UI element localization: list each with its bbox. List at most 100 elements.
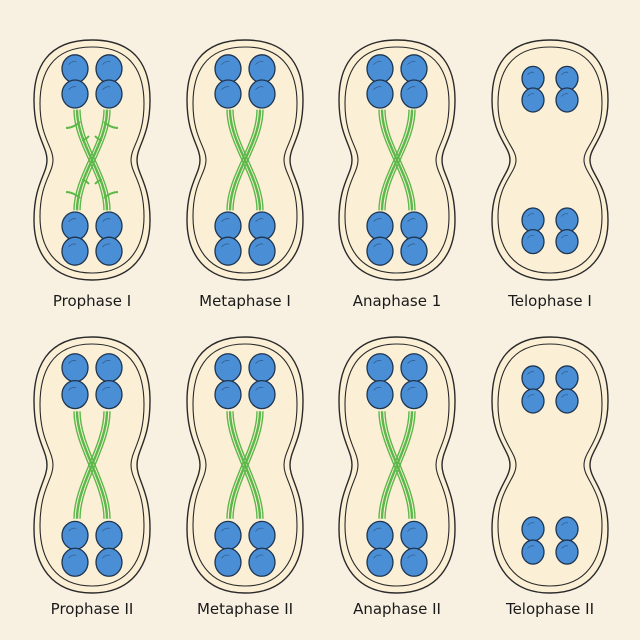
chromosome-detail xyxy=(102,61,111,65)
chromosome xyxy=(366,54,394,84)
chromosome xyxy=(248,353,276,383)
chromosome xyxy=(400,79,428,109)
chromosome-detail xyxy=(561,371,569,375)
cell-inner-membrane xyxy=(344,343,450,587)
spindle-fibers xyxy=(226,109,264,211)
spindle-branch xyxy=(103,121,119,129)
chromosome-detail xyxy=(68,61,77,65)
chromosome-detail xyxy=(221,360,230,364)
spindle-fibers xyxy=(65,109,119,211)
chromosome xyxy=(214,211,242,241)
chromosome xyxy=(95,353,123,383)
chromosome xyxy=(366,520,394,551)
spindle-fiber xyxy=(73,109,105,211)
chromosome xyxy=(400,211,428,241)
spindle-branch xyxy=(81,179,90,185)
cell xyxy=(186,39,304,281)
chromosome-detail xyxy=(527,545,535,549)
chromosome xyxy=(555,65,579,92)
chromosome xyxy=(555,207,579,233)
spindle-fiber xyxy=(380,109,414,211)
chromosome-detail xyxy=(255,386,264,391)
chromosome-detail xyxy=(68,386,77,391)
spindle-fiber xyxy=(378,109,410,211)
spindle-fibers xyxy=(226,411,264,519)
chromosome xyxy=(248,379,276,410)
chromosome-detail xyxy=(561,234,569,239)
chromosome xyxy=(61,79,89,109)
chromosome-detail xyxy=(373,386,382,391)
chromosome xyxy=(521,65,545,92)
phase-label: Telophase I xyxy=(508,292,592,310)
chromosome-detail xyxy=(255,218,264,223)
chromosome-detail xyxy=(407,554,416,559)
chromosome xyxy=(95,520,123,551)
chromosome-detail xyxy=(255,554,264,559)
cell xyxy=(338,39,456,281)
spindle-fiber xyxy=(384,109,416,211)
chromosome xyxy=(248,79,276,109)
spindle-fibers xyxy=(73,411,111,519)
chromosome xyxy=(95,547,123,577)
spindle-fiber xyxy=(378,411,410,519)
chromosome xyxy=(555,388,579,414)
chromosome-detail xyxy=(373,360,382,364)
spindle-fiber xyxy=(226,109,258,211)
chromosome-detail xyxy=(102,218,111,223)
spindle-fiber xyxy=(73,411,105,519)
chromosome-detail xyxy=(373,243,382,248)
spindle-fiber xyxy=(228,411,262,519)
chromosome-detail xyxy=(527,93,535,97)
chromosome-detail xyxy=(373,61,382,65)
phase-label: Telophase II xyxy=(505,600,595,618)
chromosome-detail xyxy=(221,86,230,91)
spindle-fiber xyxy=(75,109,109,211)
chromosome-detail xyxy=(373,527,382,532)
chromosome xyxy=(555,87,579,113)
chromosome xyxy=(400,353,428,383)
spindle-branch xyxy=(65,121,81,129)
chromosome xyxy=(248,236,276,266)
chromosome xyxy=(555,539,579,565)
chromosome-detail xyxy=(102,243,111,248)
cell-inner-membrane xyxy=(497,46,603,274)
chromosome xyxy=(521,228,545,255)
chromosome-detail xyxy=(221,386,230,391)
chromosome-detail xyxy=(561,71,569,76)
chromosome xyxy=(214,379,242,410)
cell xyxy=(491,39,609,281)
phase-label: Prophase I xyxy=(52,292,132,310)
spindle-fibers xyxy=(378,109,416,211)
spindle-fiber xyxy=(79,109,111,211)
chromosome xyxy=(521,539,545,565)
spindle-fiber xyxy=(232,411,264,519)
chromosome xyxy=(61,353,89,383)
chromosome xyxy=(400,547,428,577)
spindle-fiber xyxy=(79,411,111,519)
chromosome-detail xyxy=(255,61,264,65)
chromosome xyxy=(521,516,545,542)
chromosome-detail xyxy=(255,86,264,91)
chromosome xyxy=(61,236,89,266)
chromosome-detail xyxy=(527,234,535,239)
chromosome-detail xyxy=(221,527,230,532)
chromosome-detail xyxy=(407,527,416,532)
chromosome-detail xyxy=(407,386,416,391)
chromosome xyxy=(61,54,89,84)
chromosome-detail xyxy=(68,527,77,532)
chromosome xyxy=(400,520,428,551)
chromosome xyxy=(555,365,579,391)
chromosome xyxy=(214,547,242,577)
spindle-fiber xyxy=(384,411,416,519)
chromosome-detail xyxy=(68,218,77,223)
chromosome-detail xyxy=(373,554,382,559)
spindle-fiber xyxy=(228,109,262,211)
chromosome-detail xyxy=(68,554,77,559)
chromosome-detail xyxy=(561,93,569,97)
chromosome xyxy=(366,379,394,410)
spindle-branch xyxy=(103,191,119,199)
chromosome-detail xyxy=(561,545,569,549)
cell xyxy=(491,336,609,594)
chromosome xyxy=(248,547,276,577)
